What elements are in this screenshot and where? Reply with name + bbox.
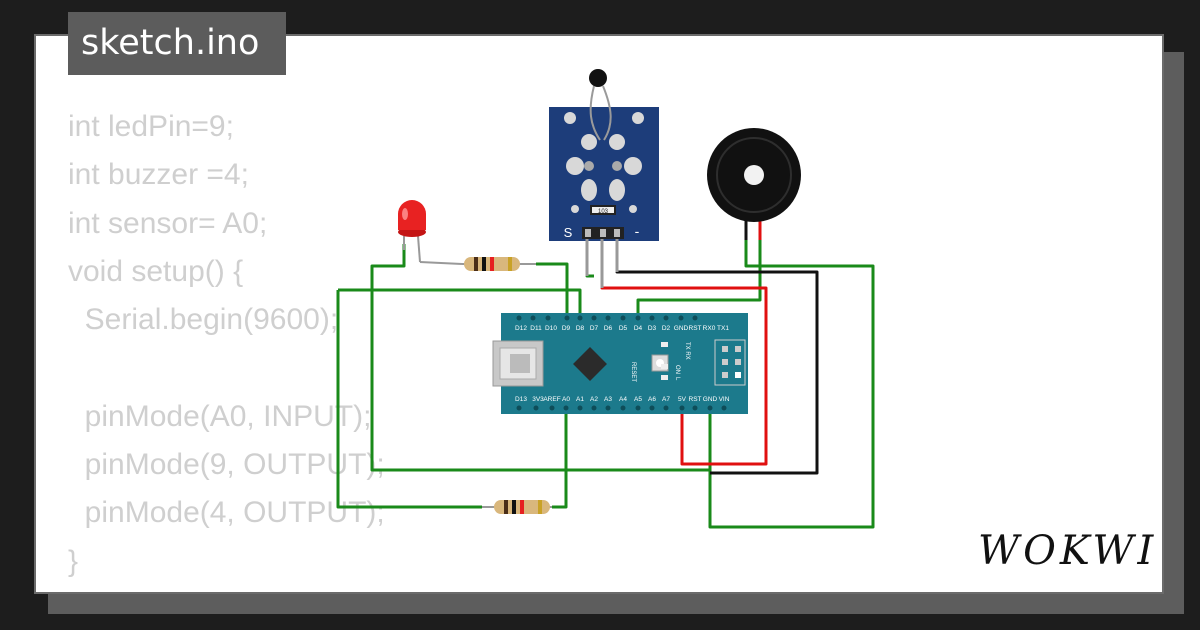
nano-top-pin-label-rst: RST (689, 325, 702, 332)
nano-bottom-pin-label-a0: A0 (562, 396, 570, 403)
code-line: Serial.begin(9600); (68, 303, 339, 337)
nano-top-pin-label-d5: D5 (619, 325, 628, 332)
nano-top-pin-label-d6: D6 (604, 325, 613, 332)
code-line: int sensor= A0; (68, 206, 268, 240)
wire-green-res2-a0 (552, 408, 568, 509)
nano-bottom-pin-label-a3: A3 (604, 396, 612, 403)
nano-bottom-pin-label-a6: A6 (648, 396, 656, 403)
code-line: } (68, 544, 79, 578)
nano-bottom-pin-label-a7: A7 (662, 396, 670, 403)
code-line: int buzzer =4; (68, 158, 249, 192)
code-line: pinMode(9, OUTPUT); (68, 448, 385, 482)
nano-top-pin-label-rx0: RX0 (703, 325, 716, 332)
nano-top-pin-label-d8: D8 (576, 325, 585, 332)
nano-top-pin-label-d3: D3 (648, 325, 657, 332)
resistor-1 (462, 257, 536, 271)
resistor-2 (482, 500, 552, 514)
nano-l-label: L (674, 377, 680, 381)
nano-bottom-pin-label-a5: A5 (634, 396, 642, 403)
sensor-pin-s-label: S (564, 225, 573, 240)
nano-top-pin-label-gnd: GND (674, 325, 689, 332)
nano-reset-label: RESET (630, 362, 636, 382)
wire-green-buzzer-gnd (708, 238, 875, 529)
nano-bottom-pin-label-3v3: 3V3 (532, 396, 544, 403)
wire-green-left-loop (336, 288, 582, 509)
wire-green-res1-d9 (536, 262, 569, 318)
nano-top-pin-holes (516, 315, 698, 321)
nano-bottom-pin-label-5v: 5V (678, 396, 687, 403)
nano-top-pin-label-d7: D7 (590, 325, 599, 332)
piezo-buzzer (707, 128, 801, 240)
nano-bottom-pin-holes (516, 405, 727, 411)
wokwi-logo[interactable]: WOKWI (978, 528, 1158, 574)
nano-top-pin-label-d9: D9 (562, 325, 571, 332)
ntc-sensor-module: 103 S - (549, 69, 659, 288)
file-tab-sketch[interactable]: sketch.ino (68, 12, 286, 75)
nano-bottom-pin-label-d13: D13 (515, 396, 527, 403)
code-line: void setup() { (68, 254, 244, 288)
nano-top-pin-label-tx1: TX1 (717, 325, 729, 332)
code-line: pinMode(4, OUTPUT); (68, 496, 385, 530)
sensor-resistor-code: 103 (598, 209, 609, 215)
code-line: pinMode(A0, INPUT); (68, 399, 372, 433)
nano-bottom-pin-label-aref: AREF (543, 396, 560, 403)
code-line: int ledPin=9; (68, 110, 234, 143)
nano-top-pin-label-d4: D4 (634, 325, 643, 332)
sensor-pin-minus-label: - (635, 223, 640, 239)
nano-top-pin-label-d11: D11 (530, 325, 542, 332)
nano-bottom-pin-label-a1: A1 (576, 396, 584, 403)
nano-top-pin-label-d10: D10 (545, 325, 557, 332)
nano-top-pin-label-d12: D12 (515, 325, 527, 332)
nano-bottom-pin-label-a4: A4 (619, 396, 627, 403)
wire-green-buzzer-d4 (636, 238, 762, 318)
nano-bottom-pin-label-rst: RST (689, 396, 702, 403)
nano-txrx-label: TX RX (684, 342, 690, 360)
code-preview: int ledPin=9; int buzzer =4; int sensor=… (68, 103, 385, 586)
nano-top-pin-label-d2: D2 (662, 325, 671, 332)
nano-bottom-pin-label-a2: A2 (590, 396, 598, 403)
nano-bottom-pin-label-vin: VIN (719, 396, 730, 403)
nano-bottom-pin-label-gnd: GND (703, 396, 718, 403)
led-red (398, 200, 463, 265)
nano-on-label: ON (674, 365, 680, 374)
